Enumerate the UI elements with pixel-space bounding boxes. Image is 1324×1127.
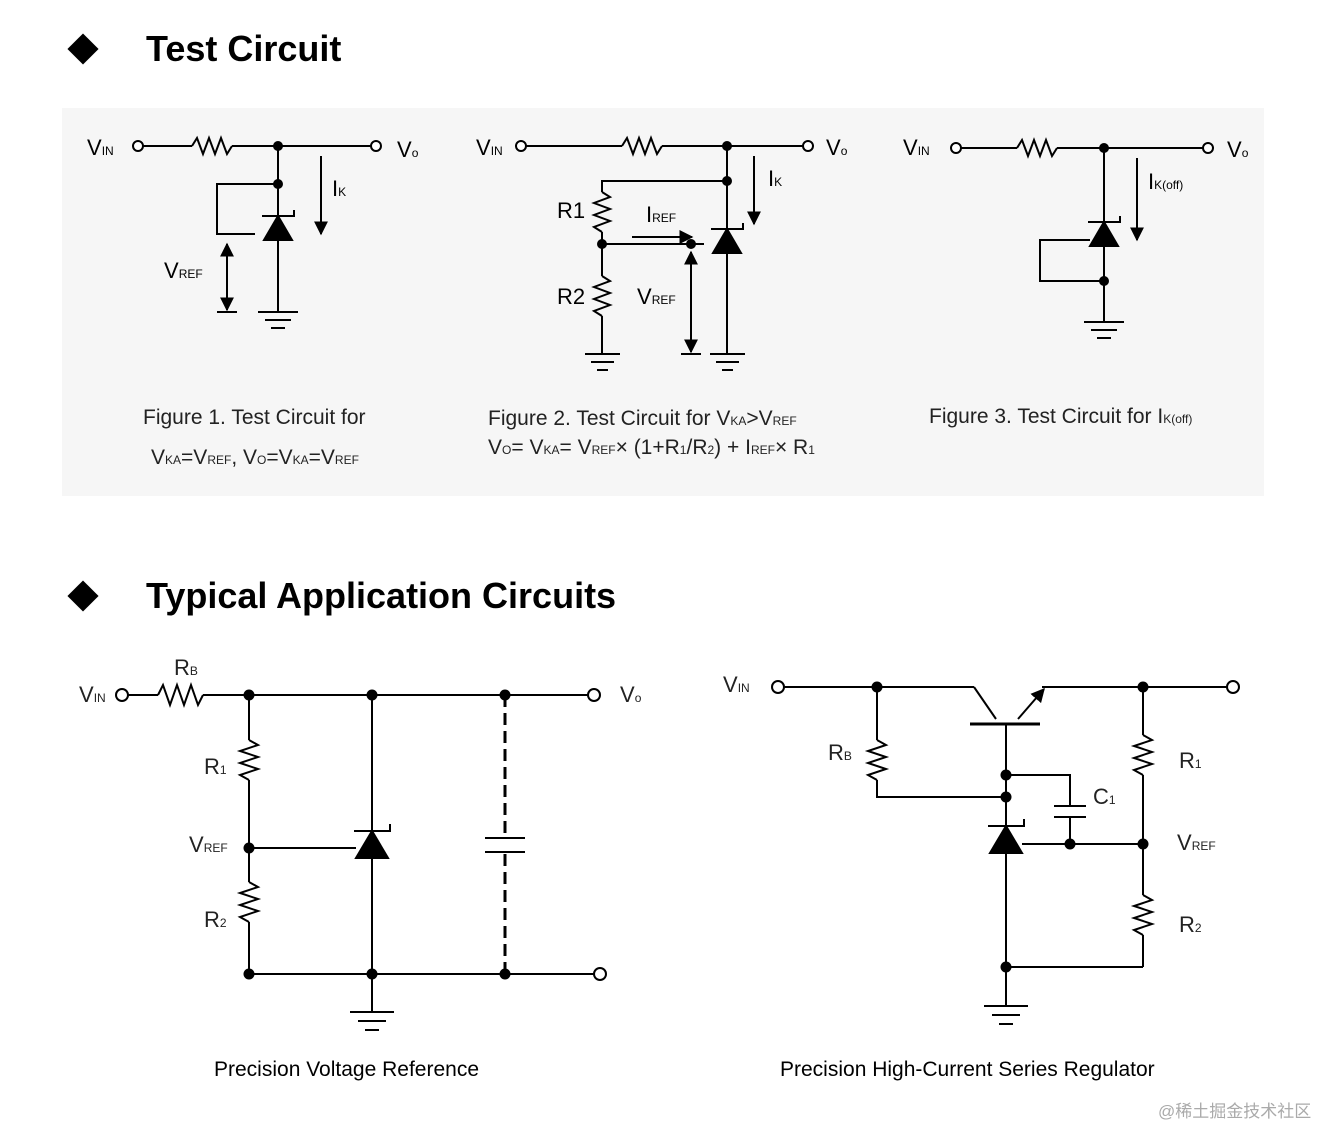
series-regulator-caption: Precision High-Current Series Regulator xyxy=(780,1058,1155,1081)
figure-2-labels: VIN Vo IK R1 R2 IREF VREF Figure 2. Test… xyxy=(476,135,848,459)
svg-text:Vo: Vo xyxy=(397,137,419,162)
section-title: Typical Application Circuits xyxy=(146,575,617,616)
voltage-reference-circuit xyxy=(115,681,607,1031)
svg-text:IK(off): IK(off) xyxy=(1148,169,1183,194)
svg-text:VIN: VIN xyxy=(79,682,106,707)
svg-text:R2: R2 xyxy=(557,284,585,309)
svg-text:R2: R2 xyxy=(204,907,227,932)
figure-1-caption: Figure 1. Test Circuit for xyxy=(143,406,366,429)
svg-text:R1: R1 xyxy=(204,754,227,779)
svg-text:VIN: VIN xyxy=(87,135,114,160)
svg-text:Vo: Vo xyxy=(620,682,642,707)
svg-text:Vo: Vo xyxy=(1227,137,1249,162)
figure-1-circuit xyxy=(132,135,382,329)
figure-2-formula: VO= VKA= VREF× (1+R1/R2) + IREF× R1 xyxy=(488,436,815,459)
svg-text:RB: RB xyxy=(174,655,198,680)
figure-3-circuit xyxy=(950,137,1214,339)
svg-text:VREF: VREF xyxy=(189,832,228,857)
svg-text:R1: R1 xyxy=(1179,748,1202,773)
svg-text:RB: RB xyxy=(828,740,852,765)
series-regulator-nodes xyxy=(871,681,1149,973)
svg-text:IREF: IREF xyxy=(646,202,676,227)
svg-text:R2: R2 xyxy=(1179,912,1202,937)
section-title: Test Circuit xyxy=(146,28,342,69)
test-circuit-heading: Test Circuit xyxy=(66,28,341,70)
svg-text:Vo: Vo xyxy=(826,135,848,160)
series-regulator-circuit xyxy=(771,680,1240,1025)
series-regulator-labels: VIN RB C1 R1 VREF R2 Precision High-Curr… xyxy=(723,672,1216,1081)
figure-3-caption: Figure 3. Test Circuit for IK(off) xyxy=(929,405,1192,428)
voltage-reference-nodes xyxy=(243,689,511,980)
application-heading: Typical Application Circuits xyxy=(66,575,616,617)
test-circuit-panel xyxy=(62,108,1264,496)
svg-text:VIN: VIN xyxy=(476,135,503,160)
voltage-reference-labels: VIN Vo RB R1 VREF R2 Precision Voltage R… xyxy=(79,655,642,1081)
svg-text:IK: IK xyxy=(332,176,346,201)
svg-text:VIN: VIN xyxy=(723,672,750,697)
voltage-reference-caption: Precision Voltage Reference xyxy=(214,1058,479,1081)
figure-2-caption: Figure 2. Test Circuit for VKA>VREF xyxy=(488,407,797,430)
svg-text:VREF: VREF xyxy=(637,284,676,309)
watermark: @稀土掘金技术社区 xyxy=(1158,1102,1311,1121)
svg-text:IK: IK xyxy=(768,166,782,191)
svg-text:VREF: VREF xyxy=(164,258,203,283)
figure-1-formula: VKA=VREF, VO=VKA=VREF xyxy=(151,446,359,469)
figure-2-circuit xyxy=(515,135,814,371)
svg-text:R1: R1 xyxy=(557,198,585,223)
svg-text:C1: C1 xyxy=(1093,784,1116,809)
svg-text:VREF: VREF xyxy=(1177,830,1216,855)
figure-1-labels: VIN Vo IK VREF Figure 1. Test Circuit fo… xyxy=(87,135,419,469)
svg-text:VIN: VIN xyxy=(903,135,930,160)
figure-3-labels: VIN Vo IK(off) Figure 3. Test Circuit fo… xyxy=(903,135,1249,428)
